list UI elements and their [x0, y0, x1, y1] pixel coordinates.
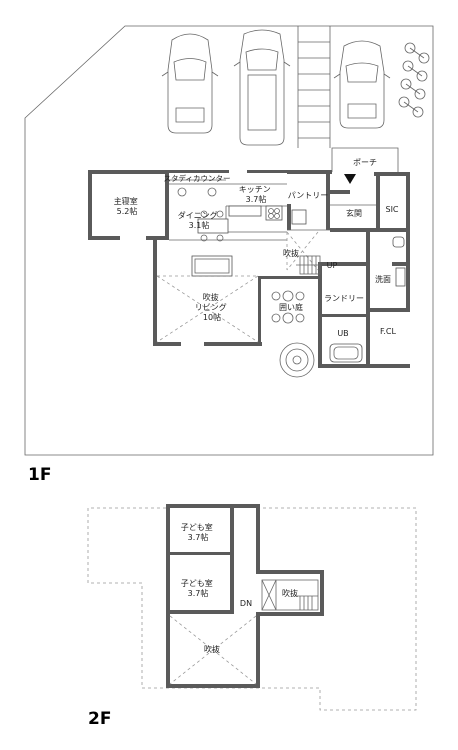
washroom-label: 洗面: [375, 274, 391, 284]
up-label: UP: [327, 261, 338, 270]
site-boundary: [24, 25, 434, 456]
parking-lines: [297, 26, 331, 148]
entrance-arrow-icon: [344, 174, 356, 184]
courtyard-label: 囲い庭: [279, 302, 303, 312]
void-label: 吹抜: [283, 248, 299, 258]
porch-outline: [331, 147, 399, 172]
stair-2f: [261, 579, 319, 611]
void-main-label: 吹抜: [204, 644, 220, 654]
ub-label: UB: [337, 329, 348, 338]
void-dashes-2f: [169, 615, 257, 685]
kids-room-2-label: 子ども室 3.7帖: [181, 578, 216, 598]
master-bedroom-label: 主寝室 5.2帖: [114, 196, 141, 216]
kids-room-1-label: 子ども室 3.7帖: [181, 522, 216, 542]
car-icon: [333, 40, 391, 129]
dining-table: [197, 210, 229, 242]
tree-icon: [279, 342, 315, 378]
study-counter-label: スタディカウンター: [164, 173, 231, 183]
bathtub: [329, 343, 363, 363]
pantry-label: パントリー: [288, 191, 328, 200]
first-floor: 主寝室 5.2帖 スタディカウンター キッチン 3.7帖 パントリー ポーチ 玄…: [24, 25, 434, 485]
second-floor: 子ども室 3.7帖 子ども室 3.7帖 DN 吹抜 吹抜 2F: [87, 504, 417, 729]
fcl-label: F.CL: [380, 327, 396, 336]
footprint-dashes-2f: [87, 507, 417, 711]
kitchen-label: キッチン 3.7帖: [239, 185, 274, 204]
sic-label: SIC: [385, 205, 398, 214]
entrance-label: 玄関: [346, 208, 362, 218]
toilet-icon: [392, 236, 405, 248]
kitchen-counter: [228, 205, 283, 221]
dining-label: ダイニング 3.1帖: [178, 210, 221, 230]
stair-1f: [296, 255, 321, 275]
floor-label-2f: 2F: [88, 709, 111, 729]
walls-2f: [166, 504, 324, 688]
sink-icon: [395, 267, 406, 287]
study-chair-icon: [177, 187, 217, 197]
laundry-label: ランドリー: [324, 294, 364, 303]
patio-table-set: [271, 290, 305, 324]
living-label: 吹抜 リビング 10帖: [195, 292, 230, 322]
fridge: [291, 209, 307, 225]
floor-label-1f: 1F: [28, 465, 51, 485]
void-stair-label: 吹抜: [282, 588, 298, 598]
car-icon: [161, 33, 219, 134]
sofa: [191, 255, 233, 277]
car-icon: [233, 29, 291, 146]
porch-label: ポーチ: [353, 158, 377, 167]
bicycle-icon: [398, 42, 430, 118]
walls-1f: [88, 170, 410, 368]
dn-label: DN: [240, 599, 252, 608]
